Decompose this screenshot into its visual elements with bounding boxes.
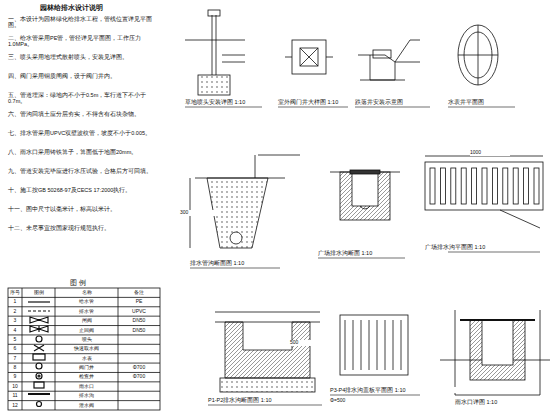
sprinkler-detail [185, 10, 245, 95]
dimension: 500 [290, 340, 330, 346]
item-remark: DN50 [118, 316, 160, 325]
cover-plate-plan [340, 315, 408, 375]
channel-grate-plan [425, 156, 543, 228]
item-name: 给水管 [55, 297, 118, 306]
legend-title: 图 例 [70, 279, 110, 286]
figure-caption: P1-P2排水沟断面图 1:10 [208, 397, 338, 403]
row-number: 5 [8, 335, 22, 344]
item-remark: DN50 [118, 326, 160, 335]
item-name: 检查井 [55, 372, 118, 381]
dimension: 1000 [470, 150, 510, 156]
plaza-channel-section [330, 170, 400, 220]
item-name: 排水沟 [55, 391, 118, 400]
item-remark: Φ700 [118, 372, 160, 381]
item-remark: PE [118, 297, 160, 306]
item-name: 快速取水阀 [55, 344, 118, 353]
figure-caption: 广场排水沟平面图 1:10 [425, 244, 555, 250]
row-number: 3 [8, 316, 22, 325]
table-header: 图例 [22, 288, 55, 297]
sheet-title: 园林给排水设计说明 [40, 4, 103, 12]
item-name: 排水管 [55, 307, 118, 316]
design-note: 九、管道安装完毕应进行水压试验，合格后方可回填。 [8, 168, 160, 174]
figure-caption: 排水管沟断面图 1:10 [190, 260, 320, 266]
design-note: 四、阀门采用铜质闸阀，设于阀门井内。 [8, 73, 160, 79]
meter-well-plan [458, 25, 498, 85]
figure-caption: P3-P4排水沟盖板平面图 1:10 [330, 387, 460, 393]
figure-caption: 雨水口详图 1:10 [455, 399, 560, 405]
item-name: 止回阀 [55, 326, 118, 335]
row-number: 9 [8, 372, 22, 381]
table-header: 名称 [55, 288, 118, 297]
row-number: 4 [8, 326, 22, 335]
design-note: 十一、图中尺寸以毫米计，标高以米计。 [8, 206, 160, 212]
design-note: 二、给水管采用PE管，管径详见平面图，工作压力1.0MPa。 [8, 35, 160, 48]
valve-well [285, 40, 333, 74]
table-header: 序号 [8, 288, 22, 297]
design-note: 一、本设计为园林绿化给排水工程，管线位置详见平面图。 [8, 16, 160, 29]
table-header: 备注 [118, 288, 160, 297]
row-number: 12 [8, 401, 22, 410]
dimension: Φ=500 [330, 398, 370, 404]
item-name: 泄水阀 [55, 401, 118, 410]
row-number: 10 [8, 382, 22, 391]
figure-caption: 水表井平面图 [448, 99, 560, 105]
design-note: 五、管道埋深：绿地内不小于0.5m，车行道下不小于0.7m。 [8, 92, 160, 105]
item-name: 阀门井 [55, 363, 118, 372]
pipe-trench-section [190, 155, 300, 248]
row-number: 1 [8, 297, 22, 306]
figure-caption: 广场排水沟断面 1:10 [318, 250, 448, 256]
rain-inlet-detail [440, 310, 550, 395]
design-note: 七、排水管采用UPVC双壁波纹管，坡度不小于0.005。 [8, 130, 160, 136]
channel-section-p1 [215, 312, 320, 392]
drop-well [358, 40, 420, 80]
row-number: 2 [8, 307, 22, 316]
item-name: 闸阀 [55, 316, 118, 325]
design-note: 十二、未尽事宜按国家现行规范执行。 [8, 225, 160, 231]
design-note: 六、管沟回填土应分层夯实，不得含有石块杂物。 [8, 111, 160, 117]
design-note: 十、施工按GB 50268-97及CECS 17:2000执行。 [8, 187, 160, 193]
legend-table [8, 288, 160, 410]
item-name: 雨水口 [55, 382, 118, 391]
design-note: 三、喷头采用地埋式散射喷头，安装见详图。 [8, 54, 160, 60]
row-number: 7 [8, 354, 22, 363]
dimension: 300 [180, 210, 220, 216]
design-note: 八、雨水口采用铸铁箅子，箅面低于地面20mm。 [8, 149, 160, 155]
item-name: 水表 [55, 354, 118, 363]
row-number: 6 [8, 344, 22, 353]
item-remark: Φ700 [118, 363, 160, 372]
row-number: 8 [8, 363, 22, 372]
item-name: 喷头 [55, 335, 118, 344]
item-remark: UPVC [118, 307, 160, 316]
row-number: 11 [8, 391, 22, 400]
